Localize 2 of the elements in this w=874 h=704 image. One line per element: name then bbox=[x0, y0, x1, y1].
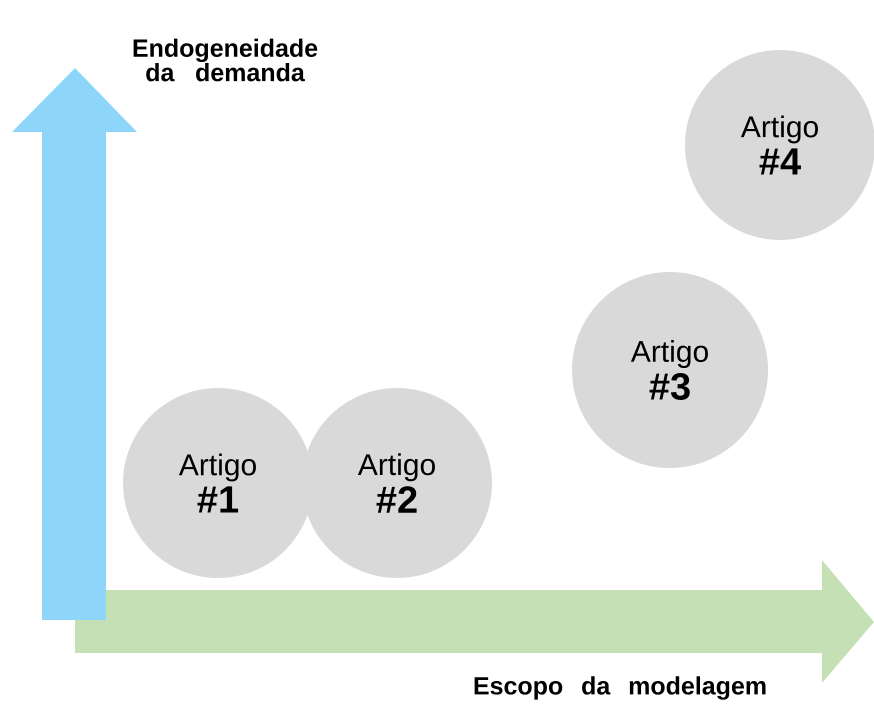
axis-title: Escopo da modelagem bbox=[474, 676, 766, 700]
axis-title: Endogeneidade da demanda bbox=[134, 38, 318, 82]
